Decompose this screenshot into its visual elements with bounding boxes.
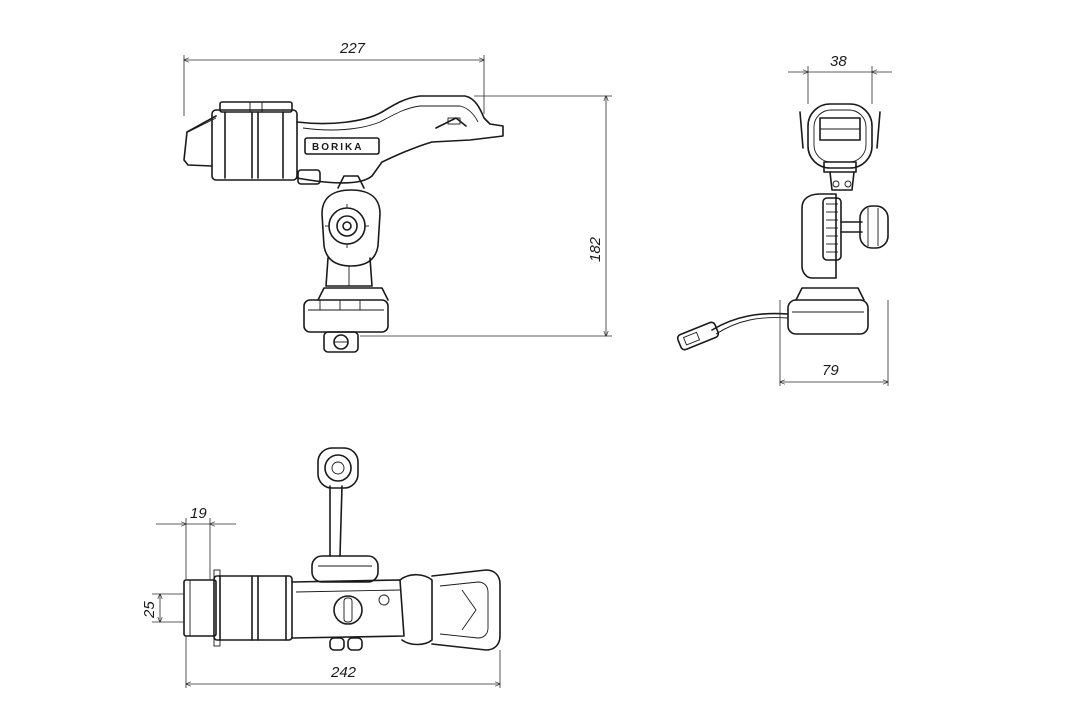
top-dimension-length: 242 [186,636,500,688]
dim-242-label: 242 [330,664,357,681]
dim-25-label: 25 [141,601,158,619]
adjust-knob [328,207,366,245]
side-dimension-height: 182 [360,96,612,336]
top-collar [311,555,379,583]
brand-plate [304,137,380,155]
front-base [787,299,869,335]
brand-label: BORIKA [312,142,363,153]
dim-182-label: 182 [587,236,604,262]
top-view [183,447,501,651]
top-dimension-small-height: 25 [141,594,184,622]
dim-79-label: 79 [822,362,839,379]
dim-38-label: 38 [830,53,847,70]
side-dimension-length: 227 [184,40,484,116]
side-view: BORIKA [183,95,504,353]
dim-227-label: 227 [339,40,366,57]
front-dimension-base: 79 [780,300,888,386]
front-knob [859,205,889,249]
front-view [676,103,889,351]
front-dimension-top: 38 [788,53,892,104]
side-base [303,299,389,333]
top-dimension-small-width: 19 [156,505,236,580]
dim-19-label: 19 [190,505,207,522]
